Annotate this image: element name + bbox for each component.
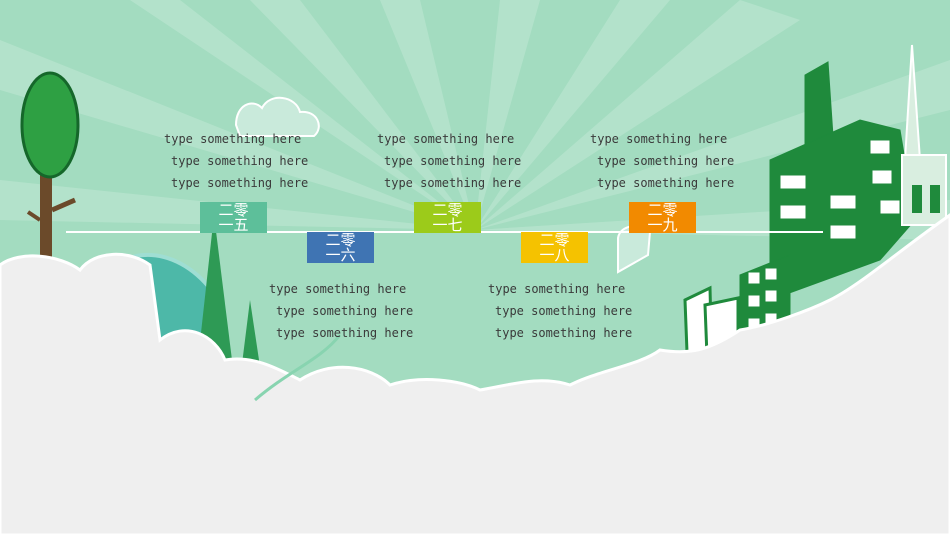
church-illustration [901, 44, 947, 226]
text-block-2017: type something here type something here … [377, 128, 521, 194]
text-line: type something here [269, 282, 407, 296]
text-block-2015: type something here type something here … [164, 128, 308, 194]
text-line: type something here [495, 304, 633, 318]
sky-cloud [234, 97, 320, 137]
text-line: type something here [597, 176, 735, 190]
text-line: type something here [488, 282, 626, 296]
text-line: type something here [590, 132, 728, 146]
year-label-top: 二零 [539, 230, 570, 249]
year-box-2018: 二零 一八 [521, 232, 588, 263]
text-block-2018: type something here type something here … [488, 278, 632, 344]
year-label-bottom: 一六 [325, 245, 356, 264]
year-label-bottom: 一五 [218, 215, 249, 234]
text-line: type something here [276, 326, 414, 340]
cloud-shadow [254, 334, 342, 402]
year-box-2019: 二零 一九 [629, 202, 696, 233]
text-line: type something here [164, 132, 302, 146]
text-line: type something here [384, 154, 522, 168]
text-line: type something here [384, 176, 522, 190]
year-label-top: 二零 [218, 200, 249, 219]
year-label-bottom: 一八 [539, 245, 570, 264]
text-block-2019: type something here type something here … [590, 128, 734, 194]
tree-illustration [20, 71, 80, 268]
text-line: type something here [171, 154, 309, 168]
year-label-bottom: 一七 [432, 215, 463, 234]
year-box-2016: 二零 一六 [307, 232, 374, 263]
text-block-2016: type something here type something here … [269, 278, 413, 344]
year-label-top: 二零 [432, 200, 463, 219]
year-label-top: 二零 [325, 230, 356, 249]
spike-tree [198, 215, 232, 360]
year-label-bottom: 一九 [647, 215, 678, 234]
text-line: type something here [377, 132, 515, 146]
text-line: type something here [495, 326, 633, 340]
text-line: type something here [171, 176, 309, 190]
year-label-top: 二零 [647, 200, 678, 219]
text-line: type something here [276, 304, 414, 318]
cloud-ground [0, 213, 950, 535]
text-line: type something here [597, 154, 735, 168]
year-box-2017: 二零 一七 [414, 202, 481, 233]
year-box-2015: 二零 一五 [200, 202, 267, 233]
